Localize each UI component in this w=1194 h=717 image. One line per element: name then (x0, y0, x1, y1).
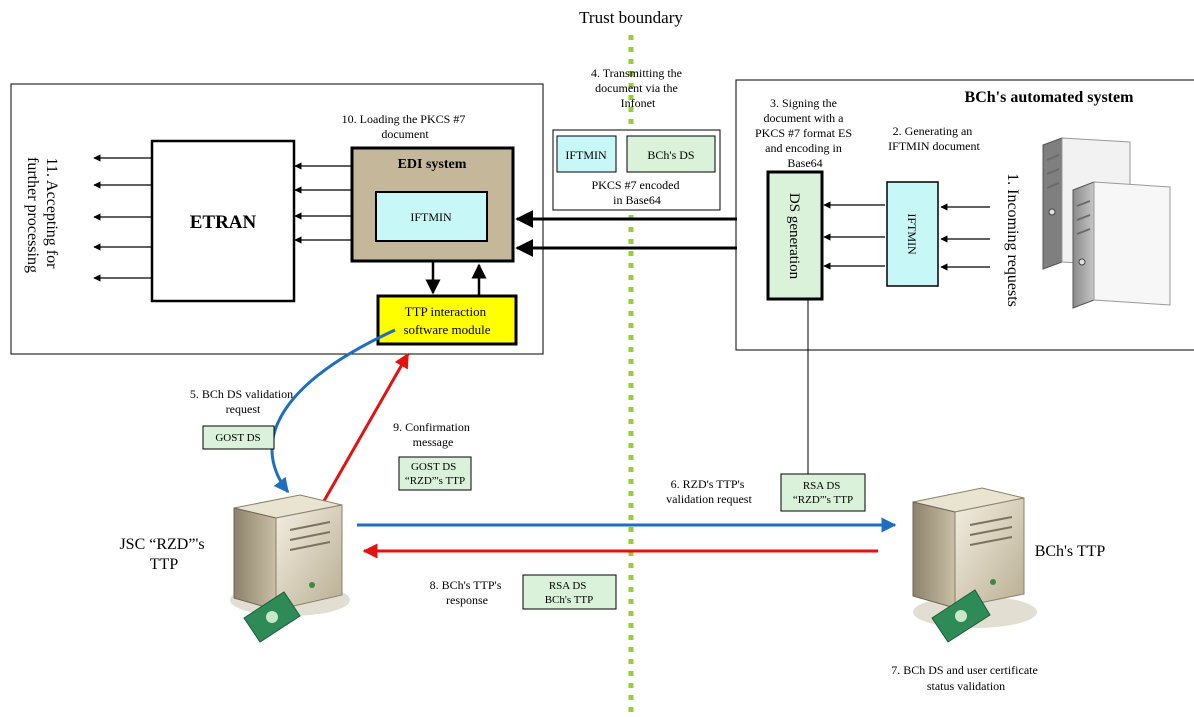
ttp-interaction-module (376, 294, 518, 346)
trust-boundary-label: Trust boundary (579, 8, 683, 27)
ds-generation-box (766, 170, 824, 301)
ttp-module-label: TTP interaction software module (403, 304, 490, 337)
package-ds-label: BCh's DS (647, 148, 694, 162)
step7-label: 7. BCh DS and user certificate status va… (891, 663, 1041, 693)
edi-iftmin-box (375, 191, 488, 242)
badge-rsa-ds-bch-label: RSA DS BCh's TTP (545, 580, 594, 606)
step4-label: 4. Transmitting the document via the Inf… (591, 66, 685, 110)
edi-to-etran-arrows (294, 162, 352, 244)
step10-label: 10. Loading the PKCS #7 document (342, 112, 469, 141)
step9-label: 9. Confirmation message (393, 420, 473, 449)
step1-label: 1. Incoming requests (1004, 173, 1021, 307)
step11-label: 11. Accepting for further processing (24, 157, 60, 273)
rzd-ttp-server-icon (230, 494, 350, 643)
badge-gost-ds-rzd-label: GOST DS “RZD”'s TTP (405, 461, 465, 487)
edi-iftmin-label: IFTMIN (410, 210, 452, 224)
step6-label: 6. RZD's TTP's validation request (666, 477, 752, 506)
right-iftmin-box (886, 181, 939, 287)
step8-label: 8. BCh's TTP's response (430, 578, 505, 607)
step5-label: 5. BCh DS validation request (190, 387, 296, 416)
ds-generation-label: DS generation (786, 193, 802, 280)
etran-label: ETRAN (190, 212, 257, 233)
incoming-request-arrows (940, 203, 990, 271)
rzd-ttp-label: JSC “RZD”'s TTP (119, 536, 208, 573)
confirmation-arrow-red (310, 352, 410, 523)
iftmin-to-ds-arrows (823, 201, 885, 270)
package-ds-box (626, 135, 716, 173)
bch-ttp-server-icon (912, 487, 1037, 643)
edi-system-title: EDI system (398, 157, 467, 172)
badge-gost-ds (202, 425, 275, 450)
validation-request-arrow-blue (270, 328, 396, 494)
package-encoding-label: PKCS #7 encoded in Base64 (592, 178, 683, 207)
server-towers-icon (1042, 137, 1171, 309)
right-system-frame (735, 79, 1194, 351)
right-system-title: BCh's automated system (965, 89, 1135, 106)
right-iftmin-label: IFTMIN (905, 213, 919, 255)
package-iftmin-box (556, 135, 617, 173)
badge-gost-ds-label: GOST DS (215, 432, 260, 444)
etran-output-arrows (93, 154, 152, 282)
step3-label: 3. Signing the document with a PKCS #7 f… (755, 96, 855, 170)
bch-ttp-label: BCh's TTP (1035, 543, 1106, 560)
badge-gost-ds-rzd (398, 456, 472, 491)
badge-rsa-ds-rzd-label: RSA DS “RZD”'s TTP (793, 480, 853, 506)
package-iftmin-label: IFTMIN (565, 148, 607, 162)
etran-box (150, 139, 296, 303)
badge-rsa-ds-bch (522, 574, 617, 610)
badge-rsa-ds-rzd (780, 473, 866, 512)
step2-label: 2. Generating an IFTMIN document (888, 124, 980, 153)
